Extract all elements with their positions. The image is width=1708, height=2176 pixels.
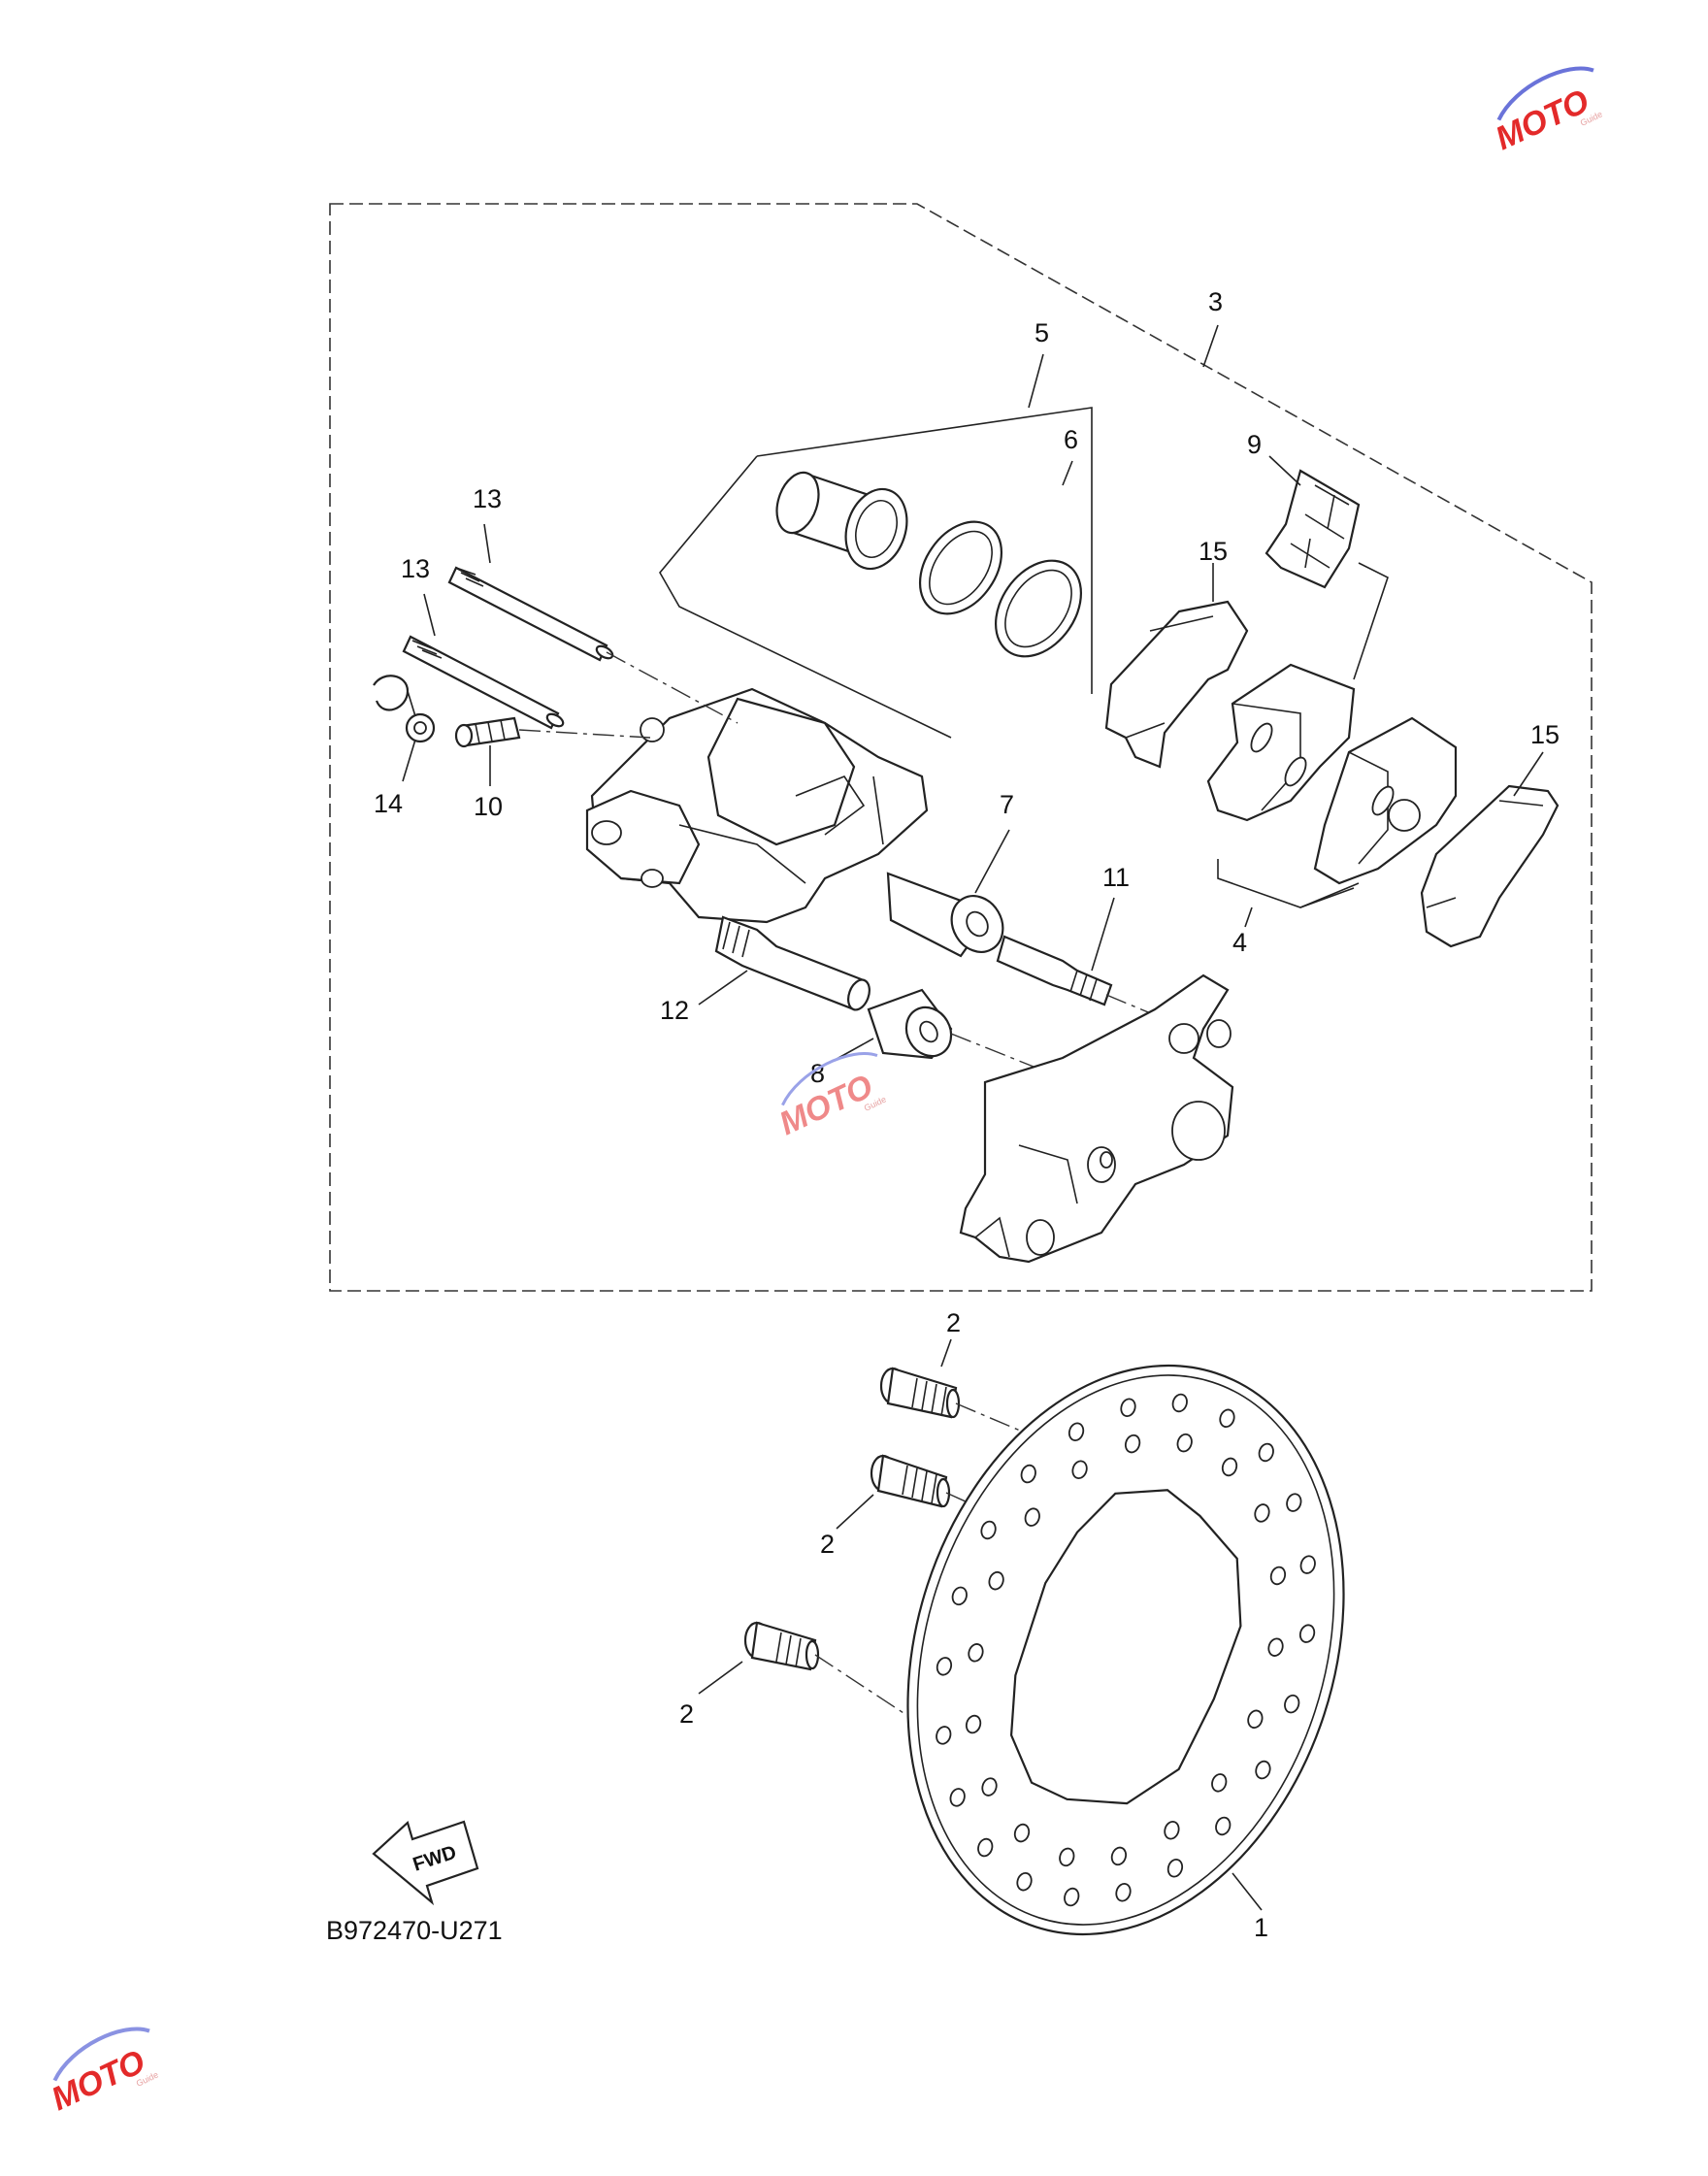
callout-2-top: 2 <box>946 1308 961 1337</box>
callout-13-upper: 13 <box>473 484 502 513</box>
callout-11: 11 <box>1102 863 1130 892</box>
brake-pad-inner <box>1206 663 1356 822</box>
callout-2-bottom: 2 <box>679 1699 694 1729</box>
disc-hole <box>1299 1555 1316 1574</box>
disc-bolt-middle <box>870 1454 951 1508</box>
callout-3: 3 <box>1208 287 1223 316</box>
forward-arrow-icon: FWD <box>372 1820 479 1906</box>
disc-hole <box>1059 1847 1075 1867</box>
disc-hole <box>977 1837 994 1858</box>
watermark-logo-center: MOTO Guide <box>773 1052 888 1142</box>
disc-hole <box>1247 1709 1264 1730</box>
callout-2-middle: 2 <box>820 1530 835 1559</box>
caliper-bracket <box>959 973 1234 1264</box>
callout-14: 14 <box>374 789 403 818</box>
disc-hole <box>1258 1442 1274 1463</box>
disc-hole <box>1215 1816 1232 1836</box>
disc-hole <box>1024 1507 1040 1527</box>
disc-hole <box>1124 1434 1141 1454</box>
callout-6: 6 <box>1064 425 1078 454</box>
callout-4: 4 <box>1232 928 1247 957</box>
disc-hole <box>988 1570 1004 1591</box>
disc-hole <box>936 1726 952 1745</box>
disc-hole <box>1016 1871 1033 1892</box>
brake-disc <box>906 1364 1345 1936</box>
callout-12: 12 <box>660 996 689 1025</box>
disc-bolt-top <box>879 1367 961 1419</box>
caliper-body <box>585 687 929 924</box>
drawing-code: B972470-U271 <box>326 1916 503 1945</box>
callout-5: 5 <box>1035 318 1049 347</box>
caliper-assembly-boundary <box>329 203 1593 1292</box>
disc-hole <box>1115 1883 1132 1902</box>
watermark-logo-bottom-left: MOTO Guide <box>46 2027 160 2118</box>
piston-seal-kit <box>918 520 1083 658</box>
pad-shim-left <box>1104 600 1249 769</box>
callout-15-left: 15 <box>1199 537 1228 566</box>
disc-bolt-bottom <box>743 1621 820 1671</box>
disc-hole <box>1110 1846 1128 1866</box>
disc-hole <box>968 1643 984 1663</box>
caliper-boot-lower <box>867 988 953 1060</box>
disc-hole <box>1219 1408 1235 1429</box>
disc-hole <box>1166 1859 1184 1878</box>
disc-hole <box>1255 1760 1271 1780</box>
callout-7: 7 <box>1000 790 1014 819</box>
callout-9: 9 <box>1247 430 1262 459</box>
caliper-piston <box>775 471 908 571</box>
disc-hole <box>1254 1503 1270 1523</box>
pin-retaining-clip <box>373 675 436 743</box>
disc-hole <box>936 1657 953 1676</box>
slide-pin <box>996 935 1113 1006</box>
caliper-pin-upper <box>447 566 614 662</box>
caliper-slide-bolt <box>714 915 870 1011</box>
pad-spring <box>1265 469 1361 589</box>
callout-15-right: 15 <box>1530 720 1560 749</box>
callout-10: 10 <box>474 792 503 821</box>
disc-hole <box>1286 1493 1302 1512</box>
disc-hole <box>965 1714 982 1734</box>
disc-hole <box>1120 1398 1136 1417</box>
disc-hole <box>980 1520 997 1540</box>
disc-hole <box>1269 1566 1287 1586</box>
disc-hole <box>1221 1457 1238 1477</box>
callout-1: 1 <box>1254 1913 1268 1942</box>
disc-hole <box>1013 1823 1031 1843</box>
disc-hole <box>1071 1460 1088 1479</box>
disc-hole <box>949 1788 966 1807</box>
disc-hole <box>1020 1464 1036 1484</box>
watermark-logo-top-right: MOTO Guide <box>1490 66 1604 157</box>
disc-hole <box>1176 1433 1193 1453</box>
bleed-screw <box>454 716 521 748</box>
disc-hole <box>1284 1694 1300 1714</box>
disc-hole <box>951 1586 968 1606</box>
callout-13-lower: 13 <box>401 554 430 583</box>
brake-pad-outer <box>1313 716 1458 885</box>
disc-hole <box>1064 1887 1080 1907</box>
disc-hole <box>1298 1624 1316 1643</box>
pad-shim-right <box>1420 784 1560 948</box>
disc-hole <box>1171 1393 1188 1413</box>
disc-hole <box>1068 1422 1085 1441</box>
callout-leaders <box>402 324 1544 1911</box>
disc-hole <box>1211 1773 1228 1793</box>
caliper-pin-lower <box>402 635 565 730</box>
disc-hole <box>1267 1637 1284 1657</box>
caliper-boot-upper <box>886 872 1004 958</box>
disc-hole <box>1164 1821 1180 1840</box>
disc-hole <box>981 1777 998 1797</box>
